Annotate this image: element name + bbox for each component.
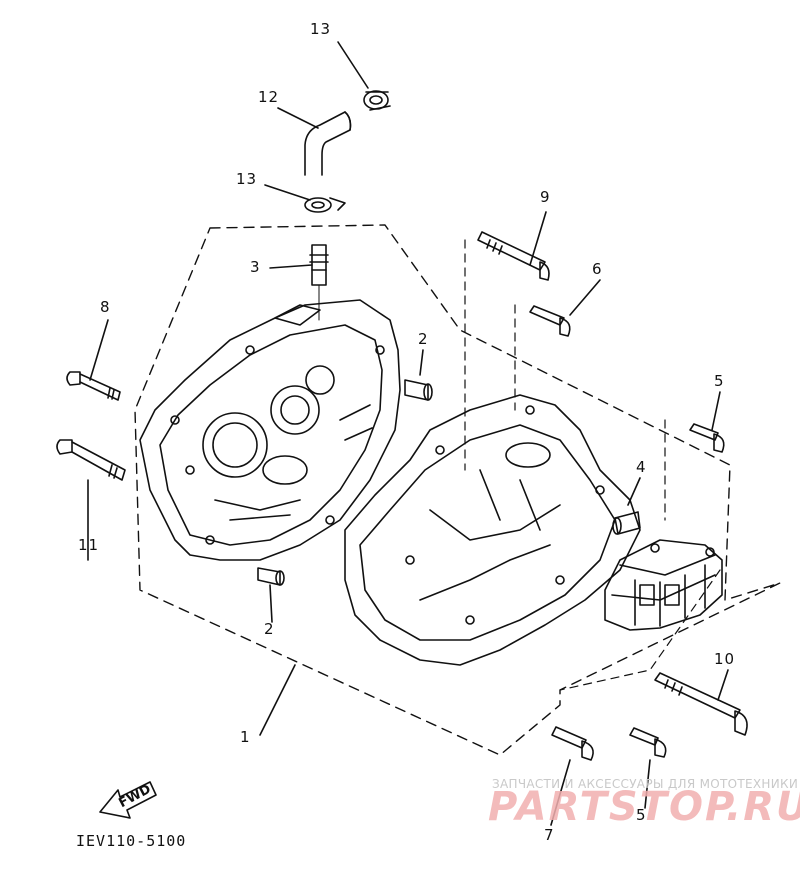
callout-8: 8 [100,298,111,316]
callout-5-upper: 5 [714,372,725,390]
watermark-tagline: ЗАПЧАСТИ И АКСЕССУАРЫ ДЛЯ МОТОТЕХНИКИ [492,777,799,791]
fwd-arrow-icon [99,781,157,819]
callout-12: 12 [258,88,280,106]
callout-2-lower: 2 [264,620,275,638]
callout-13-upper: 13 [310,20,332,38]
callout-7: 7 [544,826,555,844]
right-crankcase-half [344,394,641,666]
part-3-breather-fitting [309,244,329,321]
part-8-bolt [66,371,121,401]
part-13-clip-lower [304,197,346,213]
part-5-bolt-lower [629,727,667,758]
diagram-part-number: IEV110-5100 [76,832,187,850]
assembly-outline [134,224,781,756]
callout-5-lower: 5 [636,806,647,824]
callout-3: 3 [250,258,261,276]
callout-2-upper: 2 [418,330,429,348]
part-6-bolt [529,305,571,337]
callout-11: 11 [78,536,100,554]
part-5-bolt-upper [689,423,725,453]
callout-4: 4 [636,458,647,476]
part-12-breather-hose [304,111,352,176]
part-2-dowel-lower [257,567,285,586]
part-7-bolt [551,726,594,761]
callout-6: 6 [592,260,603,278]
pump-cover-assembly [604,539,723,631]
left-crankcase-half [139,299,401,561]
callout-9: 9 [540,188,551,206]
part-13-clip-upper [363,90,391,111]
callout-10: 10 [714,650,736,668]
part-4-dowel [612,511,641,535]
callout-1: 1 [240,728,251,746]
watermark-brand: PARTSTOP.RU [488,784,800,830]
part-10-bolt [654,672,748,736]
callout-13-lower: 13 [236,170,258,188]
part-11-bolt [56,439,126,481]
part-9-bolt [477,231,550,281]
part-2-dowel-upper [404,379,433,401]
